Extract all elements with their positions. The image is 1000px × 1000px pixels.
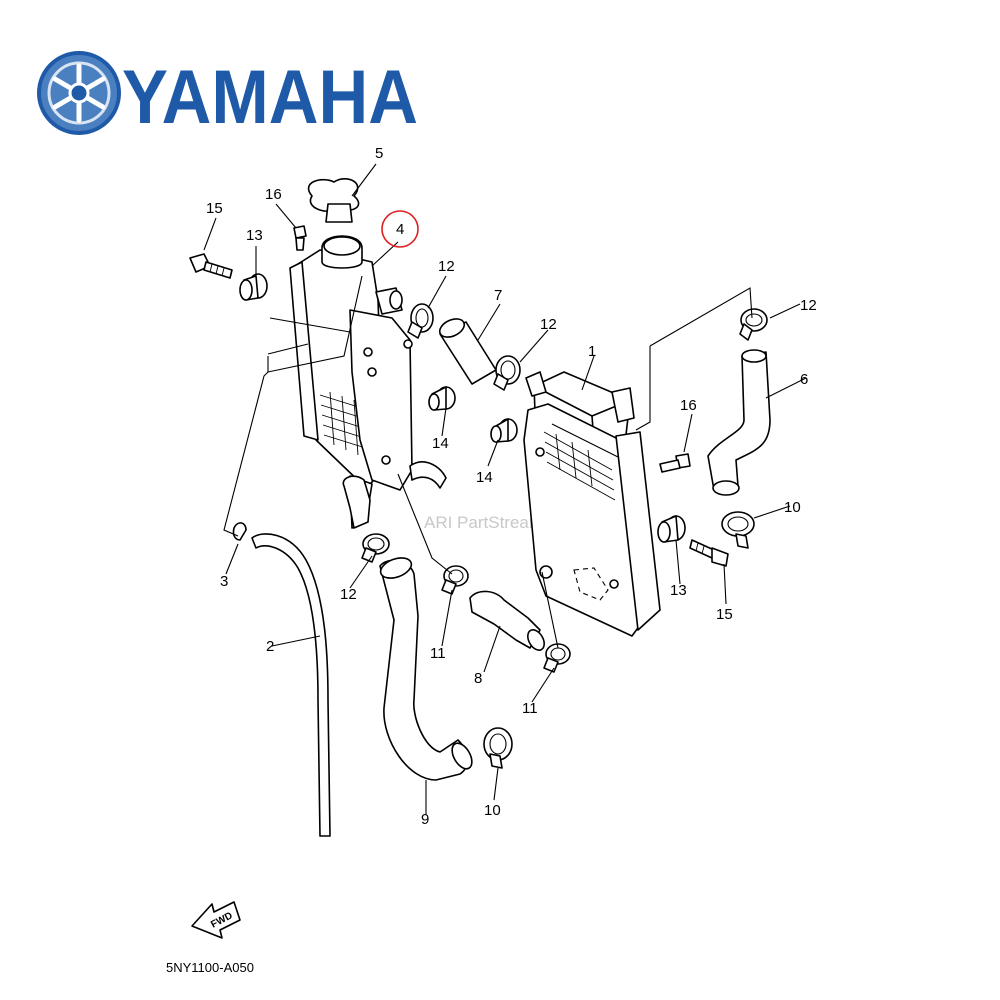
fwd-arrow-icon: FWD — [191, 901, 241, 939]
callout-15[interactable]: 15 — [716, 606, 733, 623]
clamp-10-lower[interactable] — [483, 727, 513, 769]
lower-hose[interactable] — [378, 554, 476, 781]
radiator-cap[interactable] — [307, 178, 360, 223]
callout-12[interactable]: 12 — [340, 586, 357, 603]
callout-11[interactable]: 11 — [430, 645, 446, 662]
breather-hose[interactable] — [251, 533, 331, 837]
clamp-12-mid[interactable] — [493, 355, 521, 391]
callout-11[interactable]: 11 — [522, 700, 538, 717]
callout-16[interactable]: 16 — [265, 186, 282, 203]
diagram-code: 5NY1100-A050 — [166, 960, 254, 975]
callout-16[interactable]: 16 — [680, 397, 697, 414]
callout-5[interactable]: 5 — [375, 145, 383, 162]
clamp-11-left[interactable] — [441, 565, 469, 595]
callout-10[interactable]: 10 — [784, 499, 801, 516]
callout-2[interactable]: 2 — [266, 638, 274, 655]
callout-labels: 5 16 15 13 4 12 7 12 1 12 6 16 14 14 10 … — [206, 145, 817, 828]
callout-12[interactable]: 12 — [540, 316, 557, 333]
bolt-16-left[interactable] — [293, 225, 307, 251]
callout-13[interactable]: 13 — [246, 227, 263, 244]
collar-14-right[interactable] — [490, 418, 518, 443]
brand-name: YAMAHA — [122, 55, 418, 140]
callout-13[interactable]: 13 — [670, 582, 687, 599]
clamp-12-left-lower[interactable] — [361, 533, 390, 563]
grommet-13-right[interactable] — [657, 515, 686, 543]
callout-15[interactable]: 15 — [206, 200, 223, 217]
left-outlet-hose[interactable] — [342, 475, 371, 529]
callout-10[interactable]: 10 — [484, 802, 501, 819]
right-radiator[interactable] — [523, 371, 661, 637]
hose-clip[interactable] — [232, 522, 247, 541]
clamp-12-right[interactable] — [739, 308, 768, 341]
callout-3[interactable]: 3 — [220, 573, 228, 590]
collar-14-left[interactable] — [428, 386, 456, 411]
callout-12[interactable]: 12 — [800, 297, 817, 314]
callout-12[interactable]: 12 — [438, 258, 455, 275]
callout-4[interactable]: 4 — [396, 221, 404, 238]
upper-hose[interactable] — [707, 349, 771, 496]
clamp-10-right[interactable] — [721, 511, 755, 549]
left-radiator[interactable] — [289, 235, 447, 529]
watermark: ARI PartStream™ — [424, 513, 560, 532]
bolt-16-right[interactable] — [659, 453, 691, 473]
short-hose[interactable] — [469, 590, 548, 653]
clamp-11-right[interactable] — [543, 643, 571, 673]
joint-pipe[interactable] — [437, 315, 497, 385]
guide-lines — [223, 275, 753, 649]
yamaha-logo: YAMAHA — [37, 51, 418, 140]
bolt-15-left[interactable] — [189, 253, 233, 279]
grommet-13-left[interactable] — [239, 273, 268, 301]
callout-9[interactable]: 9 — [421, 811, 429, 828]
clamp-12-upper[interactable] — [407, 303, 434, 339]
callout-14[interactable]: 14 — [432, 435, 449, 452]
callout-7[interactable]: 7 — [494, 287, 502, 304]
callout-6[interactable]: 6 — [800, 371, 808, 388]
callout-8[interactable]: 8 — [474, 670, 482, 687]
tuning-fork-emblem-icon — [37, 51, 121, 135]
callout-1[interactable]: 1 — [588, 343, 596, 360]
callout-14[interactable]: 14 — [476, 469, 493, 486]
highlight-circle — [381, 210, 419, 248]
bolt-15-right[interactable] — [689, 539, 729, 567]
leader-lines — [203, 163, 807, 814]
